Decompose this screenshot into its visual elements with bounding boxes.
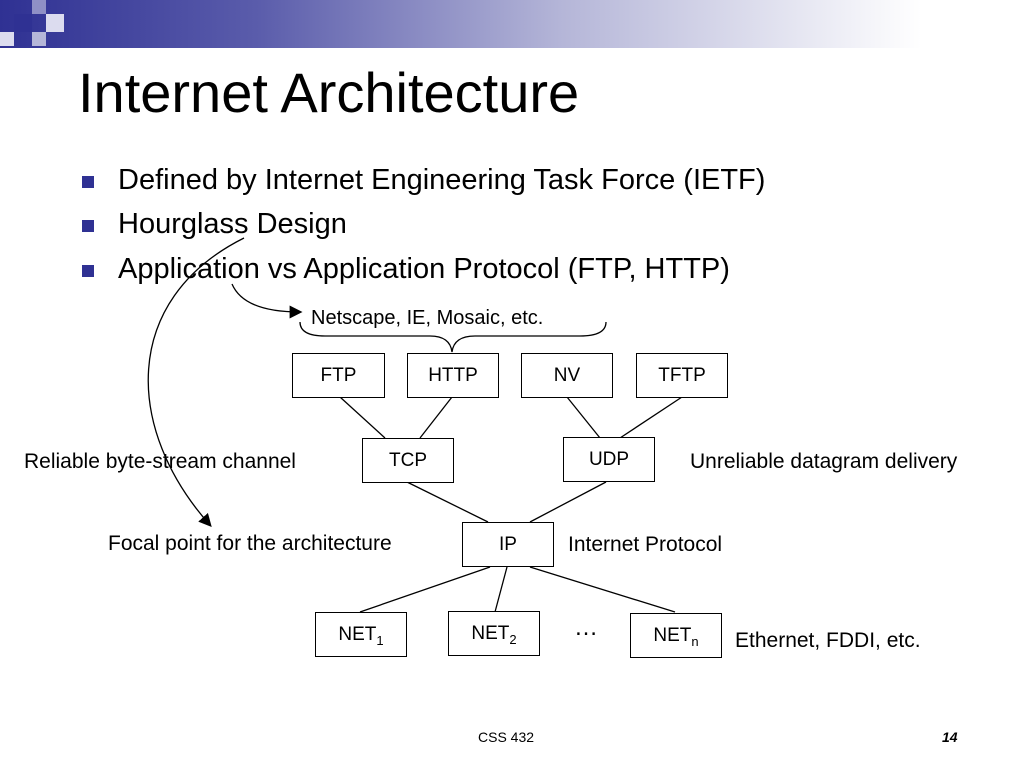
edge-http-tcp (419, 396, 453, 439)
net-annotation: Ethernet, FDDI, etc. (735, 629, 921, 652)
browser-annotation: Netscape, IE, Mosaic, etc. (311, 307, 544, 329)
net1-label: NET (338, 624, 377, 645)
edge-ip-netn (529, 566, 676, 613)
title-bar-decoration (0, 0, 1024, 48)
edge-tftp-udp (619, 396, 683, 439)
bullet-text: Defined by Internet Engineering Task For… (118, 164, 766, 196)
node-udp: UDP (563, 437, 655, 482)
edge-ftp-tcp (339, 396, 386, 439)
edge-ip-net2 (494, 566, 508, 613)
node-netn: NETn (630, 613, 722, 658)
corner-square-2 (32, 0, 46, 14)
node-net1: NET1 (315, 612, 407, 657)
application-arrow (231, 283, 303, 319)
ip-annotation: Internet Protocol (568, 533, 723, 556)
node-ip: IP (462, 522, 554, 567)
hourglass-arrow (147, 237, 245, 527)
node-tcp: TCP (362, 438, 454, 483)
slide-title: Internet Architecture (78, 61, 580, 124)
corner-square-1 (14, 14, 32, 32)
net2-subscript: 2 (509, 631, 517, 647)
bullet-square-icon (82, 176, 94, 188)
node-net2: NET2 (448, 611, 540, 656)
net1-subscript: 1 (376, 632, 384, 648)
edge-tcp-ip (406, 481, 489, 523)
edge-ip-net1 (359, 566, 491, 613)
netn-subscript: n (691, 633, 699, 649)
edge-nv-udp (566, 396, 601, 439)
corner-square-5 (0, 32, 14, 46)
corner-square-3 (46, 14, 64, 32)
node-ftp: FTP (292, 353, 385, 398)
bullet-square-icon (82, 220, 94, 232)
tcp-annotation: Reliable byte-stream channel (24, 450, 296, 473)
udp-annotation: Unreliable datagram delivery (690, 450, 958, 473)
edge-udp-ip (529, 481, 607, 523)
browser-brace (299, 321, 607, 353)
node-tftp: TFTP (636, 353, 728, 398)
net-ellipsis: … (574, 614, 598, 641)
bullet-square-icon (82, 265, 94, 277)
footer-course: CSS 432 (478, 729, 535, 745)
footer-page-number: 14 (942, 729, 958, 745)
node-http: HTTP (407, 353, 499, 398)
bullet-text: Application vs Application Protocol (FTP… (118, 253, 730, 285)
bullet-text: Hourglass Design (118, 208, 347, 240)
net2-label: NET (471, 623, 510, 644)
node-nv: NV (521, 353, 613, 398)
corner-square-4 (32, 32, 46, 46)
focal-annotation: Focal point for the architecture (108, 532, 392, 555)
netn-label: NET (653, 625, 692, 646)
